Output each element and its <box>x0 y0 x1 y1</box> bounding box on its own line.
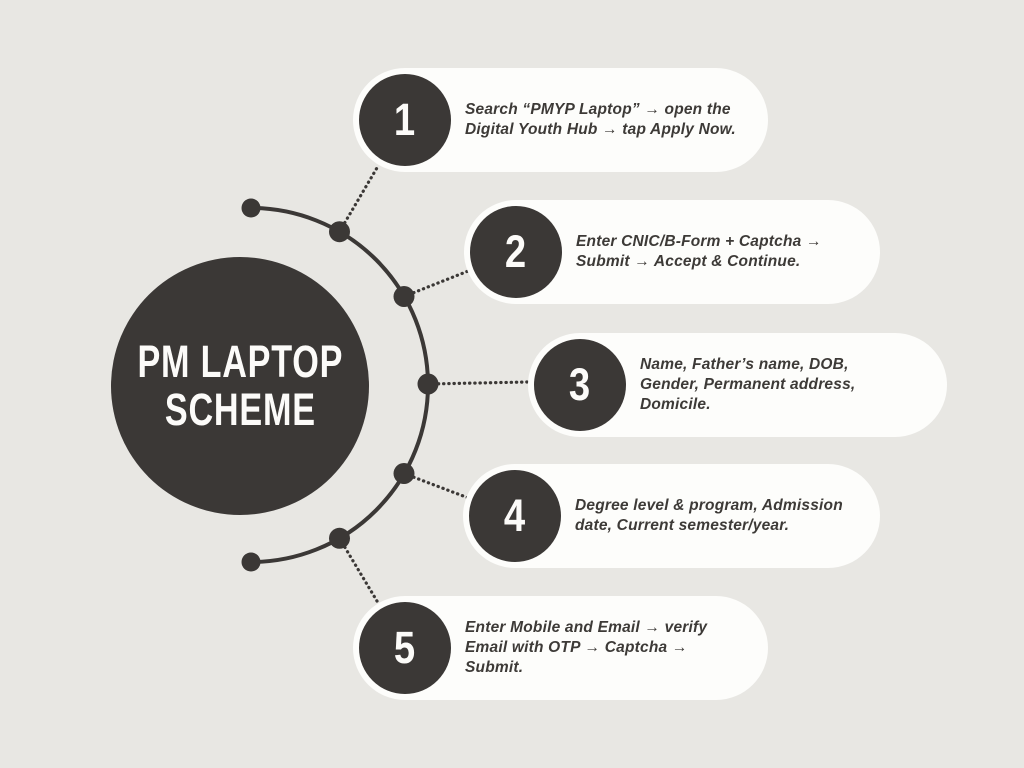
step-1-text-line-1: Search “PMYP Laptop” → open the <box>465 101 731 118</box>
step-1-text: Search “PMYP Laptop” → open the Digital … <box>465 100 736 140</box>
step-5-number: 5 <box>394 622 416 673</box>
step-5-text-line-2: Email with OTP → Captcha → <box>465 639 688 656</box>
step-4-number: 4 <box>504 490 526 541</box>
main-title-line-1: PM LAPTOP <box>137 336 343 387</box>
step-4-text: Degree level & program, Admission date, … <box>575 496 843 536</box>
dotted-line-step-2 <box>402 269 470 299</box>
main-circle: PM LAPTOP SCHEME <box>111 257 369 515</box>
step-1-number: 1 <box>394 94 416 145</box>
step-3-text-line-2: Gender, Permanent address, <box>640 376 856 393</box>
main-title-line-2: SCHEME <box>164 384 316 435</box>
arc-node-dot-5 <box>329 527 350 549</box>
step-4-number-circle: 4 <box>469 470 561 562</box>
step-3-text-line-1: Name, Father’s name, DOB, <box>640 356 849 373</box>
step-3-number: 3 <box>569 359 591 410</box>
arc-node-dot-4 <box>393 463 415 484</box>
arc-endpoint-dot-top <box>241 198 261 218</box>
step-2-text: Enter CNIC/B-Form + Captcha → Submit → A… <box>576 232 822 272</box>
step-4-text-line-2: date, Current semester/year. <box>575 517 790 534</box>
step-5-card: 5 Enter Mobile and Email → verify Email … <box>353 596 768 700</box>
arc-node-dot-2 <box>393 286 415 307</box>
dotted-line-step-1 <box>337 163 381 234</box>
step-1-card: 1 Search “PMYP Laptop” → open the Digita… <box>353 68 768 172</box>
arc-node-dot-3 <box>417 373 439 395</box>
step-3-text: Name, Father’s name, DOB, Gender, Perman… <box>640 355 855 415</box>
main-title: PM LAPTOP SCHEME <box>137 338 343 434</box>
step-1-number-circle: 1 <box>359 74 451 166</box>
step-5-text: Enter Mobile and Email → verify Email wi… <box>465 618 707 678</box>
arc-endpoint-dot-bottom <box>241 552 261 572</box>
step-3-card: 3 Name, Father’s name, DOB, Gender, Perm… <box>528 333 947 437</box>
step-4-card: 4 Degree level & program, Admission date… <box>463 464 880 568</box>
step-2-number-circle: 2 <box>470 206 562 298</box>
step-3-text-line-3: Domicile. <box>640 396 711 413</box>
dotted-line-step-5 <box>337 536 380 606</box>
step-2-number: 2 <box>505 226 527 277</box>
step-1-text-line-2: Digital Youth Hub → tap Apply Now. <box>465 121 736 138</box>
step-4-text-line-1: Degree level & program, Admission <box>575 497 843 514</box>
step-5-number-circle: 5 <box>359 602 451 694</box>
step-2-text-line-2: Submit → Accept & Continue. <box>576 253 801 270</box>
step-5-text-line-3: Submit. <box>465 659 524 676</box>
dotted-line-step-4 <box>402 471 469 500</box>
step-2-text-line-1: Enter CNIC/B-Form + Captcha → <box>576 233 822 250</box>
step-5-text-line-1: Enter Mobile and Email → verify <box>465 619 708 636</box>
step-3-number-circle: 3 <box>534 339 626 431</box>
step-2-card: 2 Enter CNIC/B-Form + Captcha → Submit →… <box>464 200 880 304</box>
arc-node-dot-1 <box>329 221 350 243</box>
dotted-line-step-3 <box>426 380 529 386</box>
